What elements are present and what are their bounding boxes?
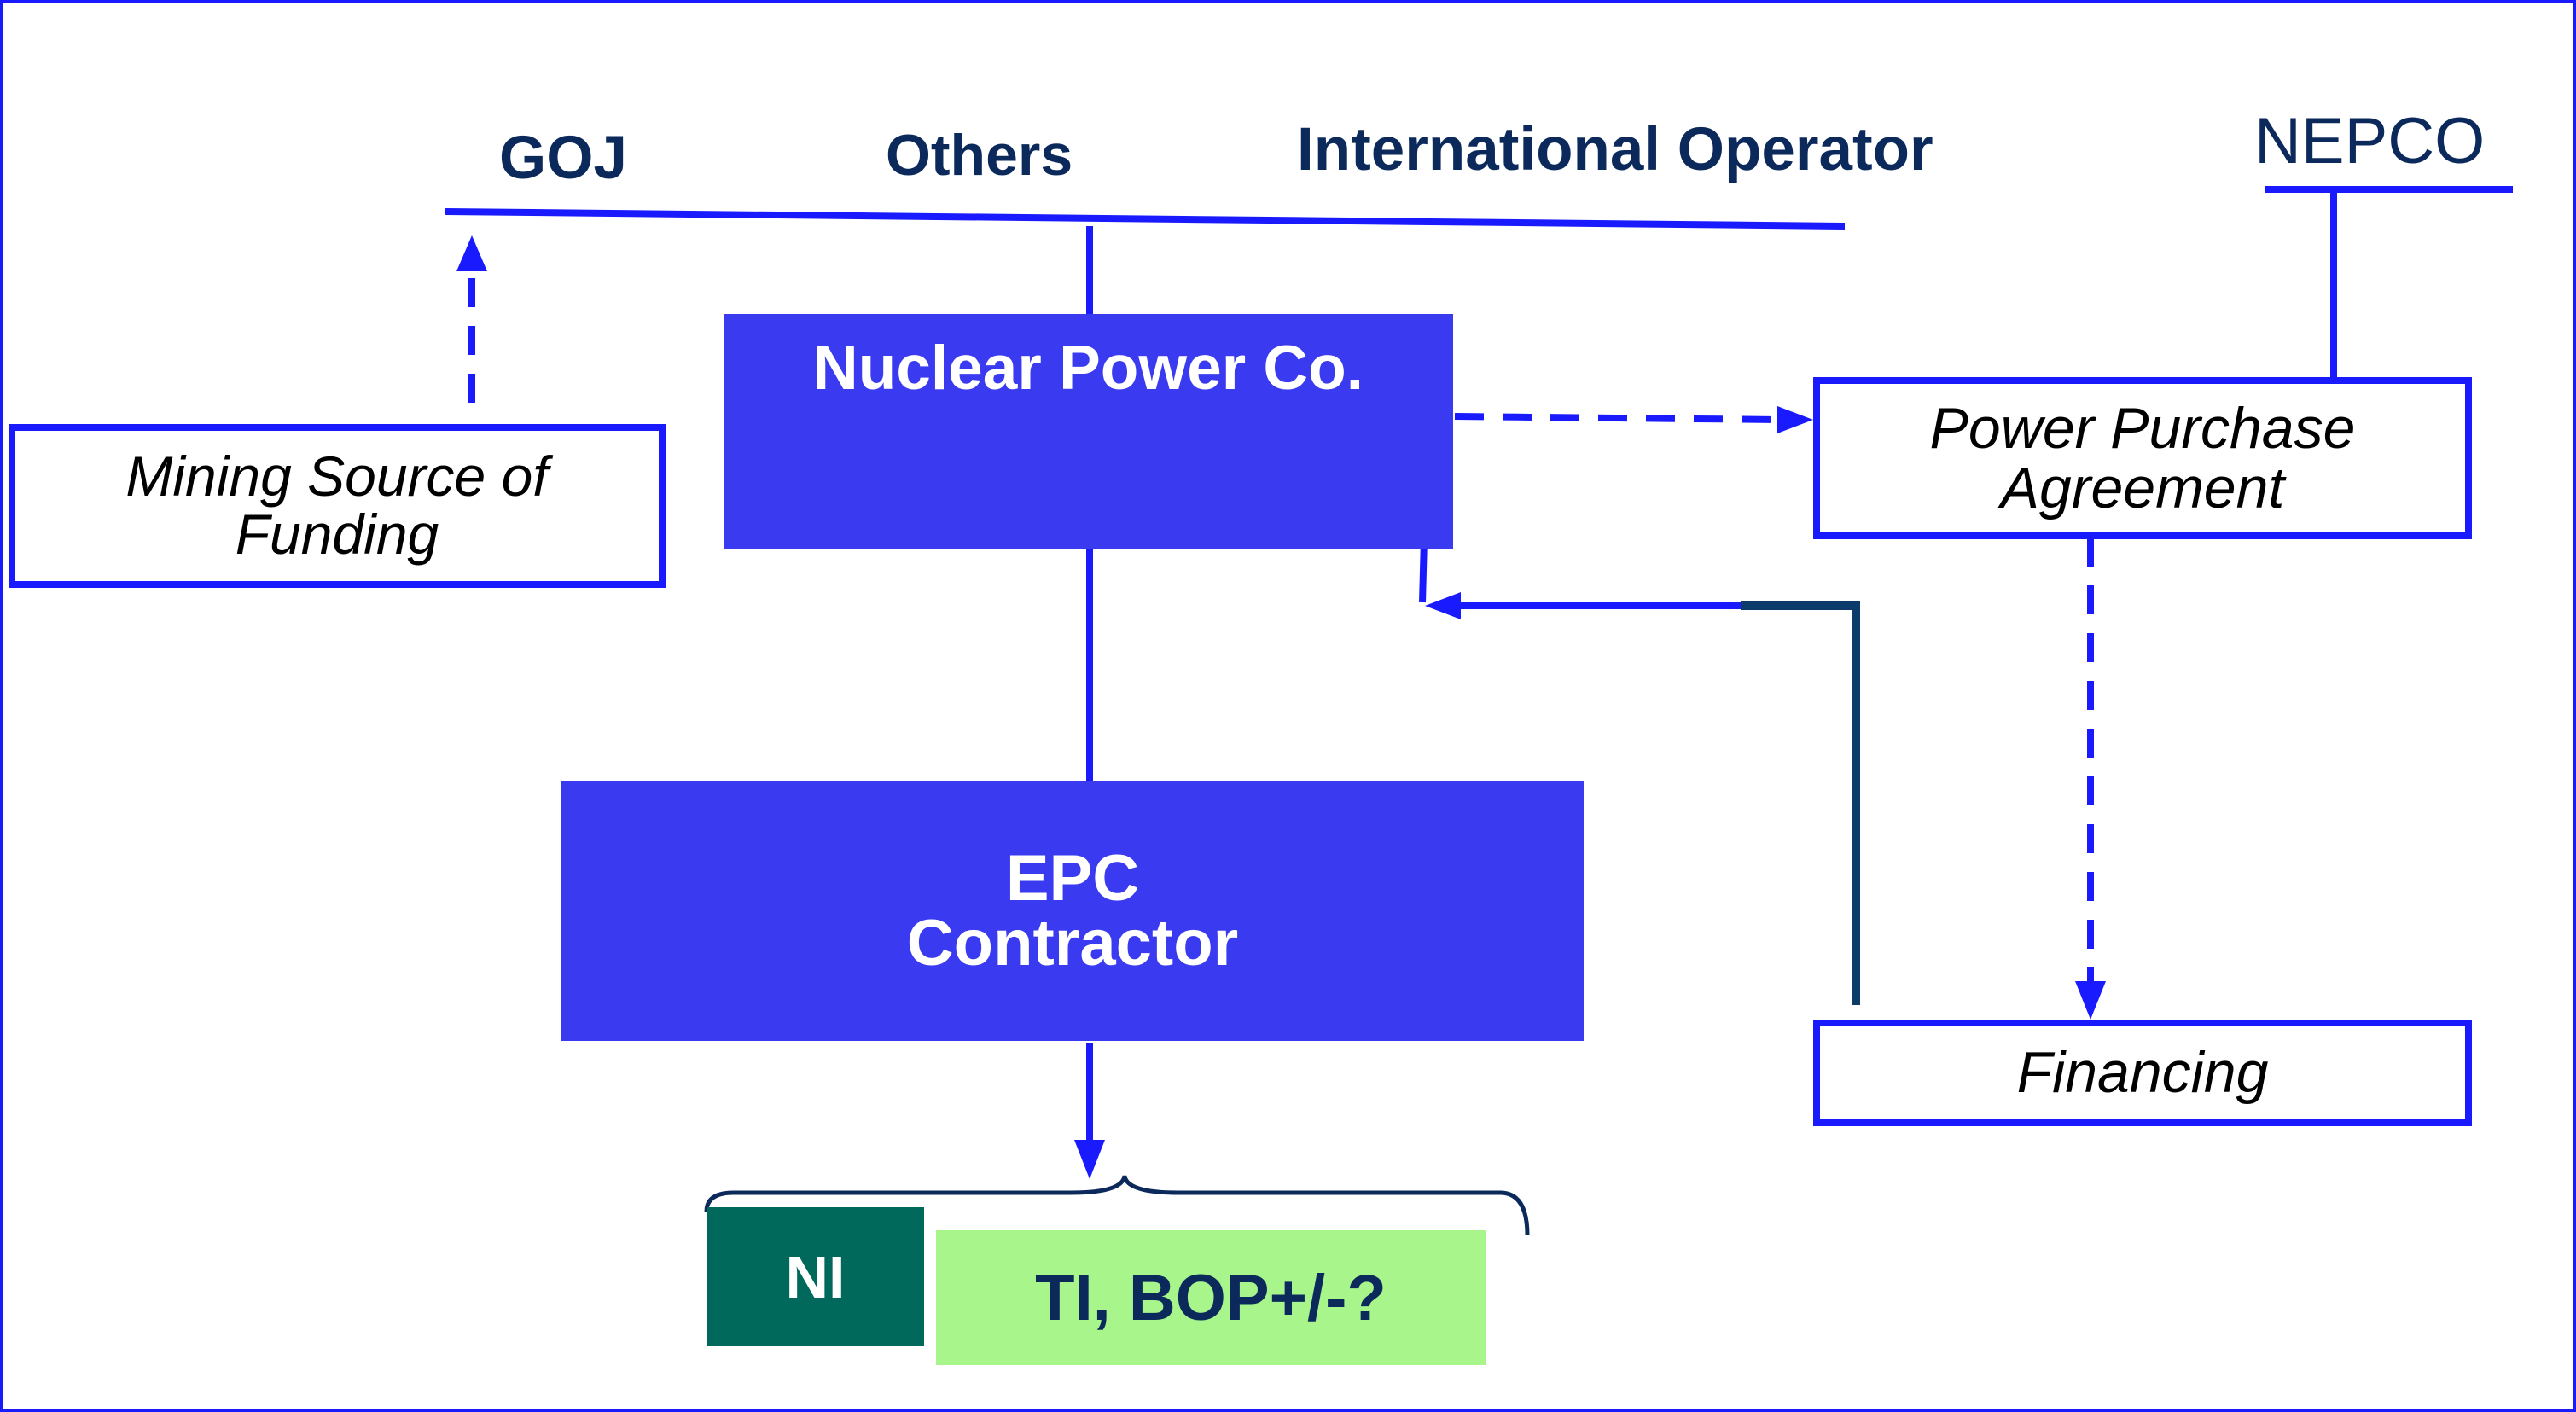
- epc-to-scope-arrowhead: [1074, 1140, 1105, 1179]
- nuclear-power-co-label: Nuclear Power Co.: [812, 334, 1364, 403]
- epc-contractor-label: EPC Contractor: [906, 841, 1239, 979]
- financing-return-arrowhead: [1425, 592, 1461, 619]
- goj-label: GOJ: [499, 125, 627, 192]
- ppa-to-financing-arrowhead: [2075, 981, 2106, 1020]
- npc-to-ppa-dashed: [1454, 413, 1780, 423]
- mining-to-goj-arrowhead: [456, 235, 487, 271]
- ni-box: NI: [707, 1207, 924, 1346]
- mining-source-box: Mining Source of Funding: [9, 424, 666, 588]
- mining-source-label: Mining Source of Funding: [125, 445, 549, 566]
- international-operator-label: International Operator: [1297, 116, 1933, 183]
- ti-bop-label: TI, BOP+/-?: [1035, 1261, 1387, 1334]
- power-purchase-agreement-label: Power Purchase Agreement: [1929, 395, 2356, 520]
- ti-bop-box: TI, BOP+/-?: [936, 1230, 1486, 1365]
- ni-label: NI: [785, 1243, 846, 1310]
- financing-label: Financing: [2016, 1040, 2269, 1106]
- power-purchase-agreement-box: Power Purchase Agreement: [1813, 377, 2472, 539]
- epc-contractor-box: EPC Contractor: [561, 781, 1584, 1041]
- others-label: Others: [886, 123, 1073, 188]
- npc-to-ppa-arrowhead: [1777, 406, 1813, 433]
- scope-brace: [704, 1175, 1530, 1236]
- nepco-label: NEPCO: [2254, 105, 2486, 177]
- nuclear-power-co-box: Nuclear Power Co.: [724, 314, 1453, 549]
- financing-box: Financing: [1813, 1020, 2472, 1126]
- shareholder-bar: [445, 208, 1846, 230]
